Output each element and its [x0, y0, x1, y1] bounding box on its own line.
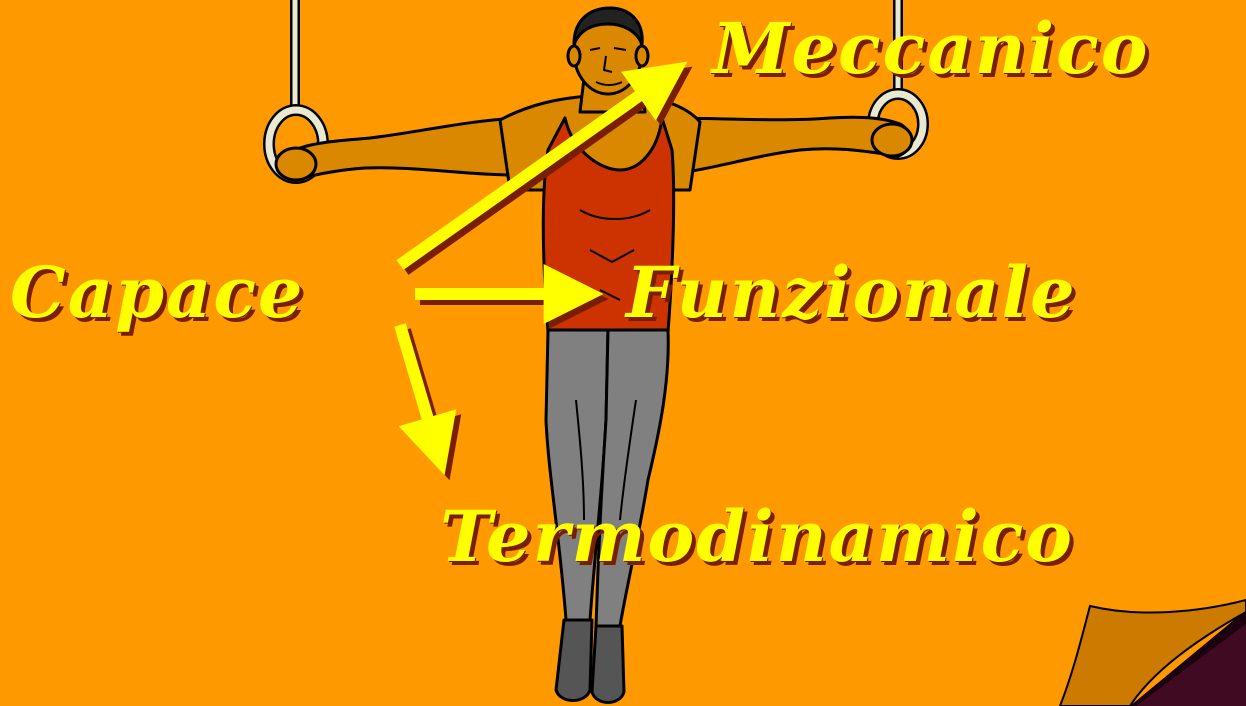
arrow-to-funzionale — [415, 294, 575, 299]
word-termodinamico: Termodinamico — [440, 502, 1074, 572]
right-foot — [592, 626, 624, 703]
word-funzionale: Funzionale — [626, 258, 1077, 328]
page-curl-icon — [1060, 600, 1246, 706]
word-meccanico: Meccanico — [712, 14, 1149, 84]
left-hand — [276, 148, 316, 180]
right-hand — [872, 124, 912, 156]
left-foot — [556, 620, 592, 701]
word-capace: Capace — [10, 258, 305, 328]
